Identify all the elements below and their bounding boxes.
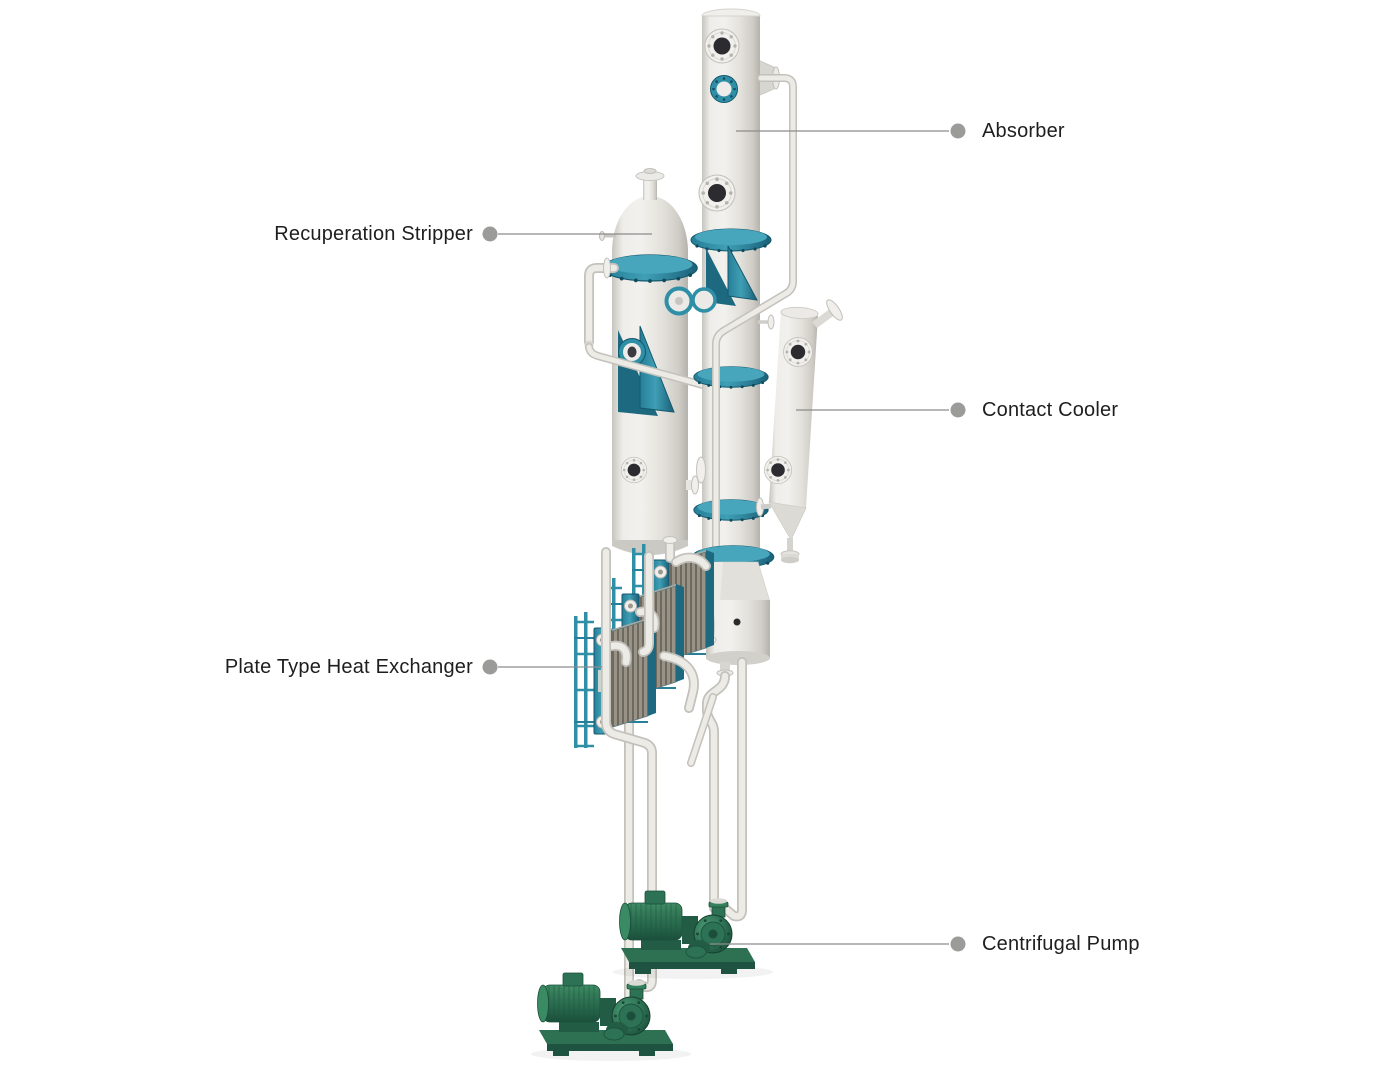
centrifugal-pump-upper — [612, 890, 774, 980]
label-contact-cooler: Contact Cooler — [982, 398, 1118, 422]
leader-dot-absorber — [950, 123, 966, 139]
leader-lines — [498, 130, 949, 945]
plate-heat-exchanger-units — [572, 536, 717, 993]
label-contact-cooler-text: Contact Cooler — [982, 399, 1119, 421]
leader-dot-contact-cooler — [950, 402, 966, 418]
recuperation-stripper-vessel — [599, 168, 699, 605]
label-recuperation-stripper: Recuperation Stripper — [274, 222, 473, 246]
leader-dot-recuperation-stripper — [482, 226, 498, 242]
label-plate-heat-exchanger-text: Plate Type Heat Exchanger — [224, 656, 473, 678]
leader-dots — [482, 123, 966, 952]
leader-dot-centrifugal-pump — [950, 936, 966, 952]
label-absorber: Absorber — [982, 119, 1065, 143]
label-centrifugal-pump-text: Centrifugal Pump — [982, 933, 1140, 955]
label-centrifugal-pump: Centrifugal Pump — [982, 932, 1140, 956]
contact-cooler-vessel — [756, 299, 843, 564]
label-absorber-text: Absorber — [982, 120, 1065, 142]
absorber-column — [690, 8, 780, 558]
leader-dot-plate-heat-exchanger — [482, 659, 498, 675]
absorber-overhead-pipe — [712, 74, 797, 560]
label-recuperation-stripper-text: Recuperation Stripper — [274, 223, 473, 245]
centrifugal-pump-lower — [530, 972, 692, 1062]
sump-tank — [691, 545, 775, 677]
label-plate-heat-exchanger: Plate Type Heat Exchanger — [225, 655, 473, 679]
